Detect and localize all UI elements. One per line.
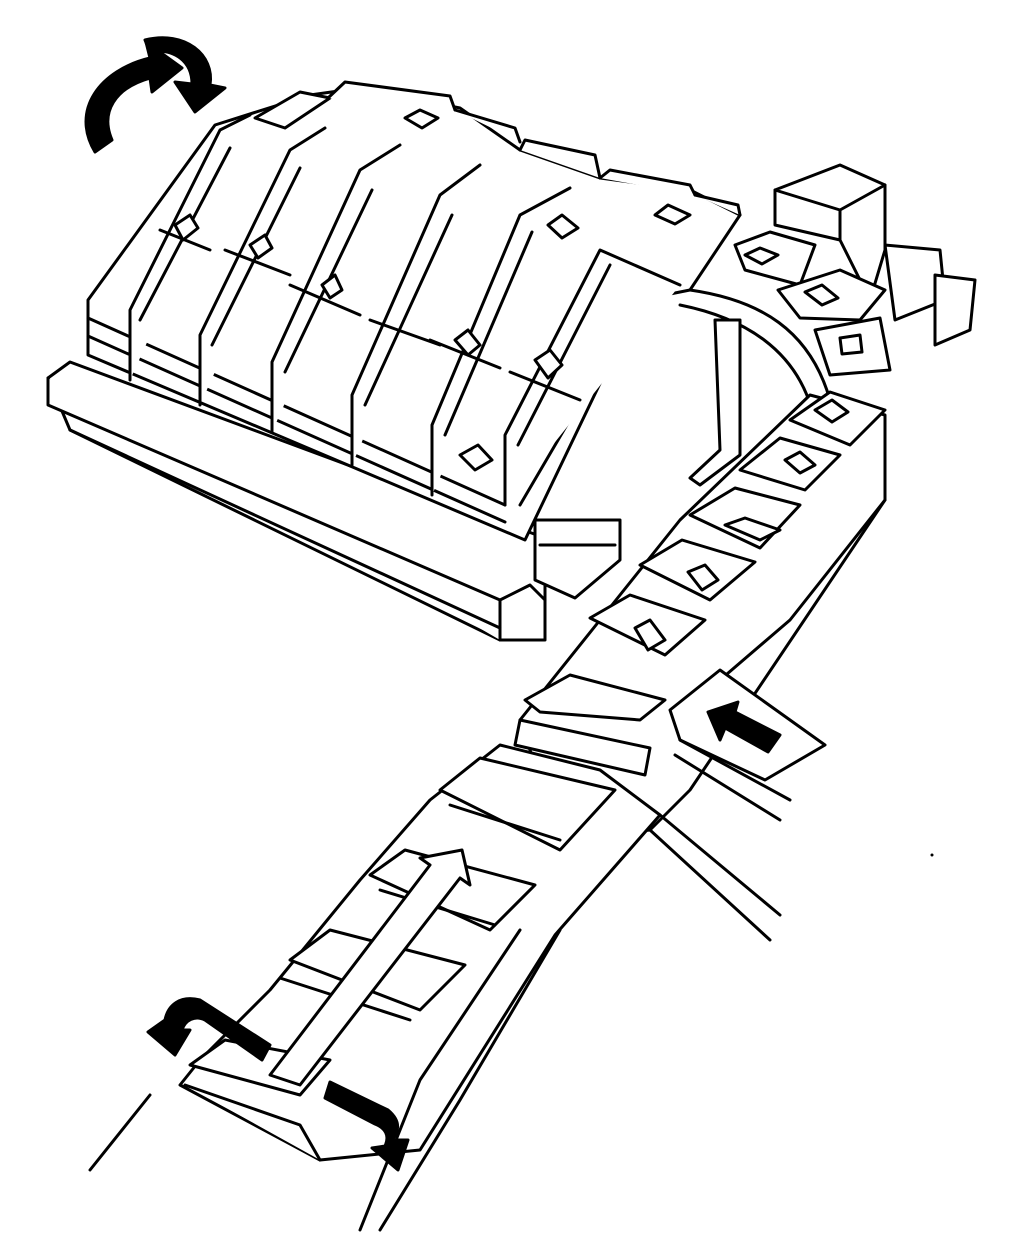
cartridge-slot <box>505 250 680 505</box>
straight-track-module <box>590 595 705 655</box>
rotation-arrow <box>86 38 225 152</box>
curved-track-module <box>815 318 890 375</box>
curved-track-module <box>885 245 975 345</box>
magazine-foot <box>535 520 620 598</box>
curved-turn-arrow-left <box>148 999 270 1060</box>
cartridge-slot <box>272 145 400 432</box>
cartridge-slot <box>200 128 325 405</box>
cartridge-magazine <box>48 82 740 640</box>
lower-track-extension <box>90 745 780 1230</box>
magazine-base-side <box>500 585 545 600</box>
curved-track-segment <box>680 165 975 485</box>
cartridge-slot <box>430 188 570 495</box>
curved-turn-arrow-right <box>325 1082 408 1170</box>
curved-track-module <box>735 232 815 285</box>
cartridge-tabs <box>255 82 740 238</box>
curved-track-module <box>778 270 885 320</box>
straight-track-module <box>790 392 885 445</box>
lower-track-module <box>440 758 615 850</box>
straight-track-module <box>690 488 800 548</box>
straight-track-segment <box>515 392 885 840</box>
cartridge-slot <box>352 165 480 465</box>
straight-track-module <box>740 438 840 490</box>
straight-track-module <box>640 540 755 600</box>
speck <box>930 853 934 857</box>
hollow-advance-arrow <box>270 850 470 1085</box>
straight-track-module <box>515 675 665 775</box>
track-support <box>690 320 740 485</box>
cartridge-slot <box>130 115 250 380</box>
black-feed-arrow <box>708 702 780 752</box>
